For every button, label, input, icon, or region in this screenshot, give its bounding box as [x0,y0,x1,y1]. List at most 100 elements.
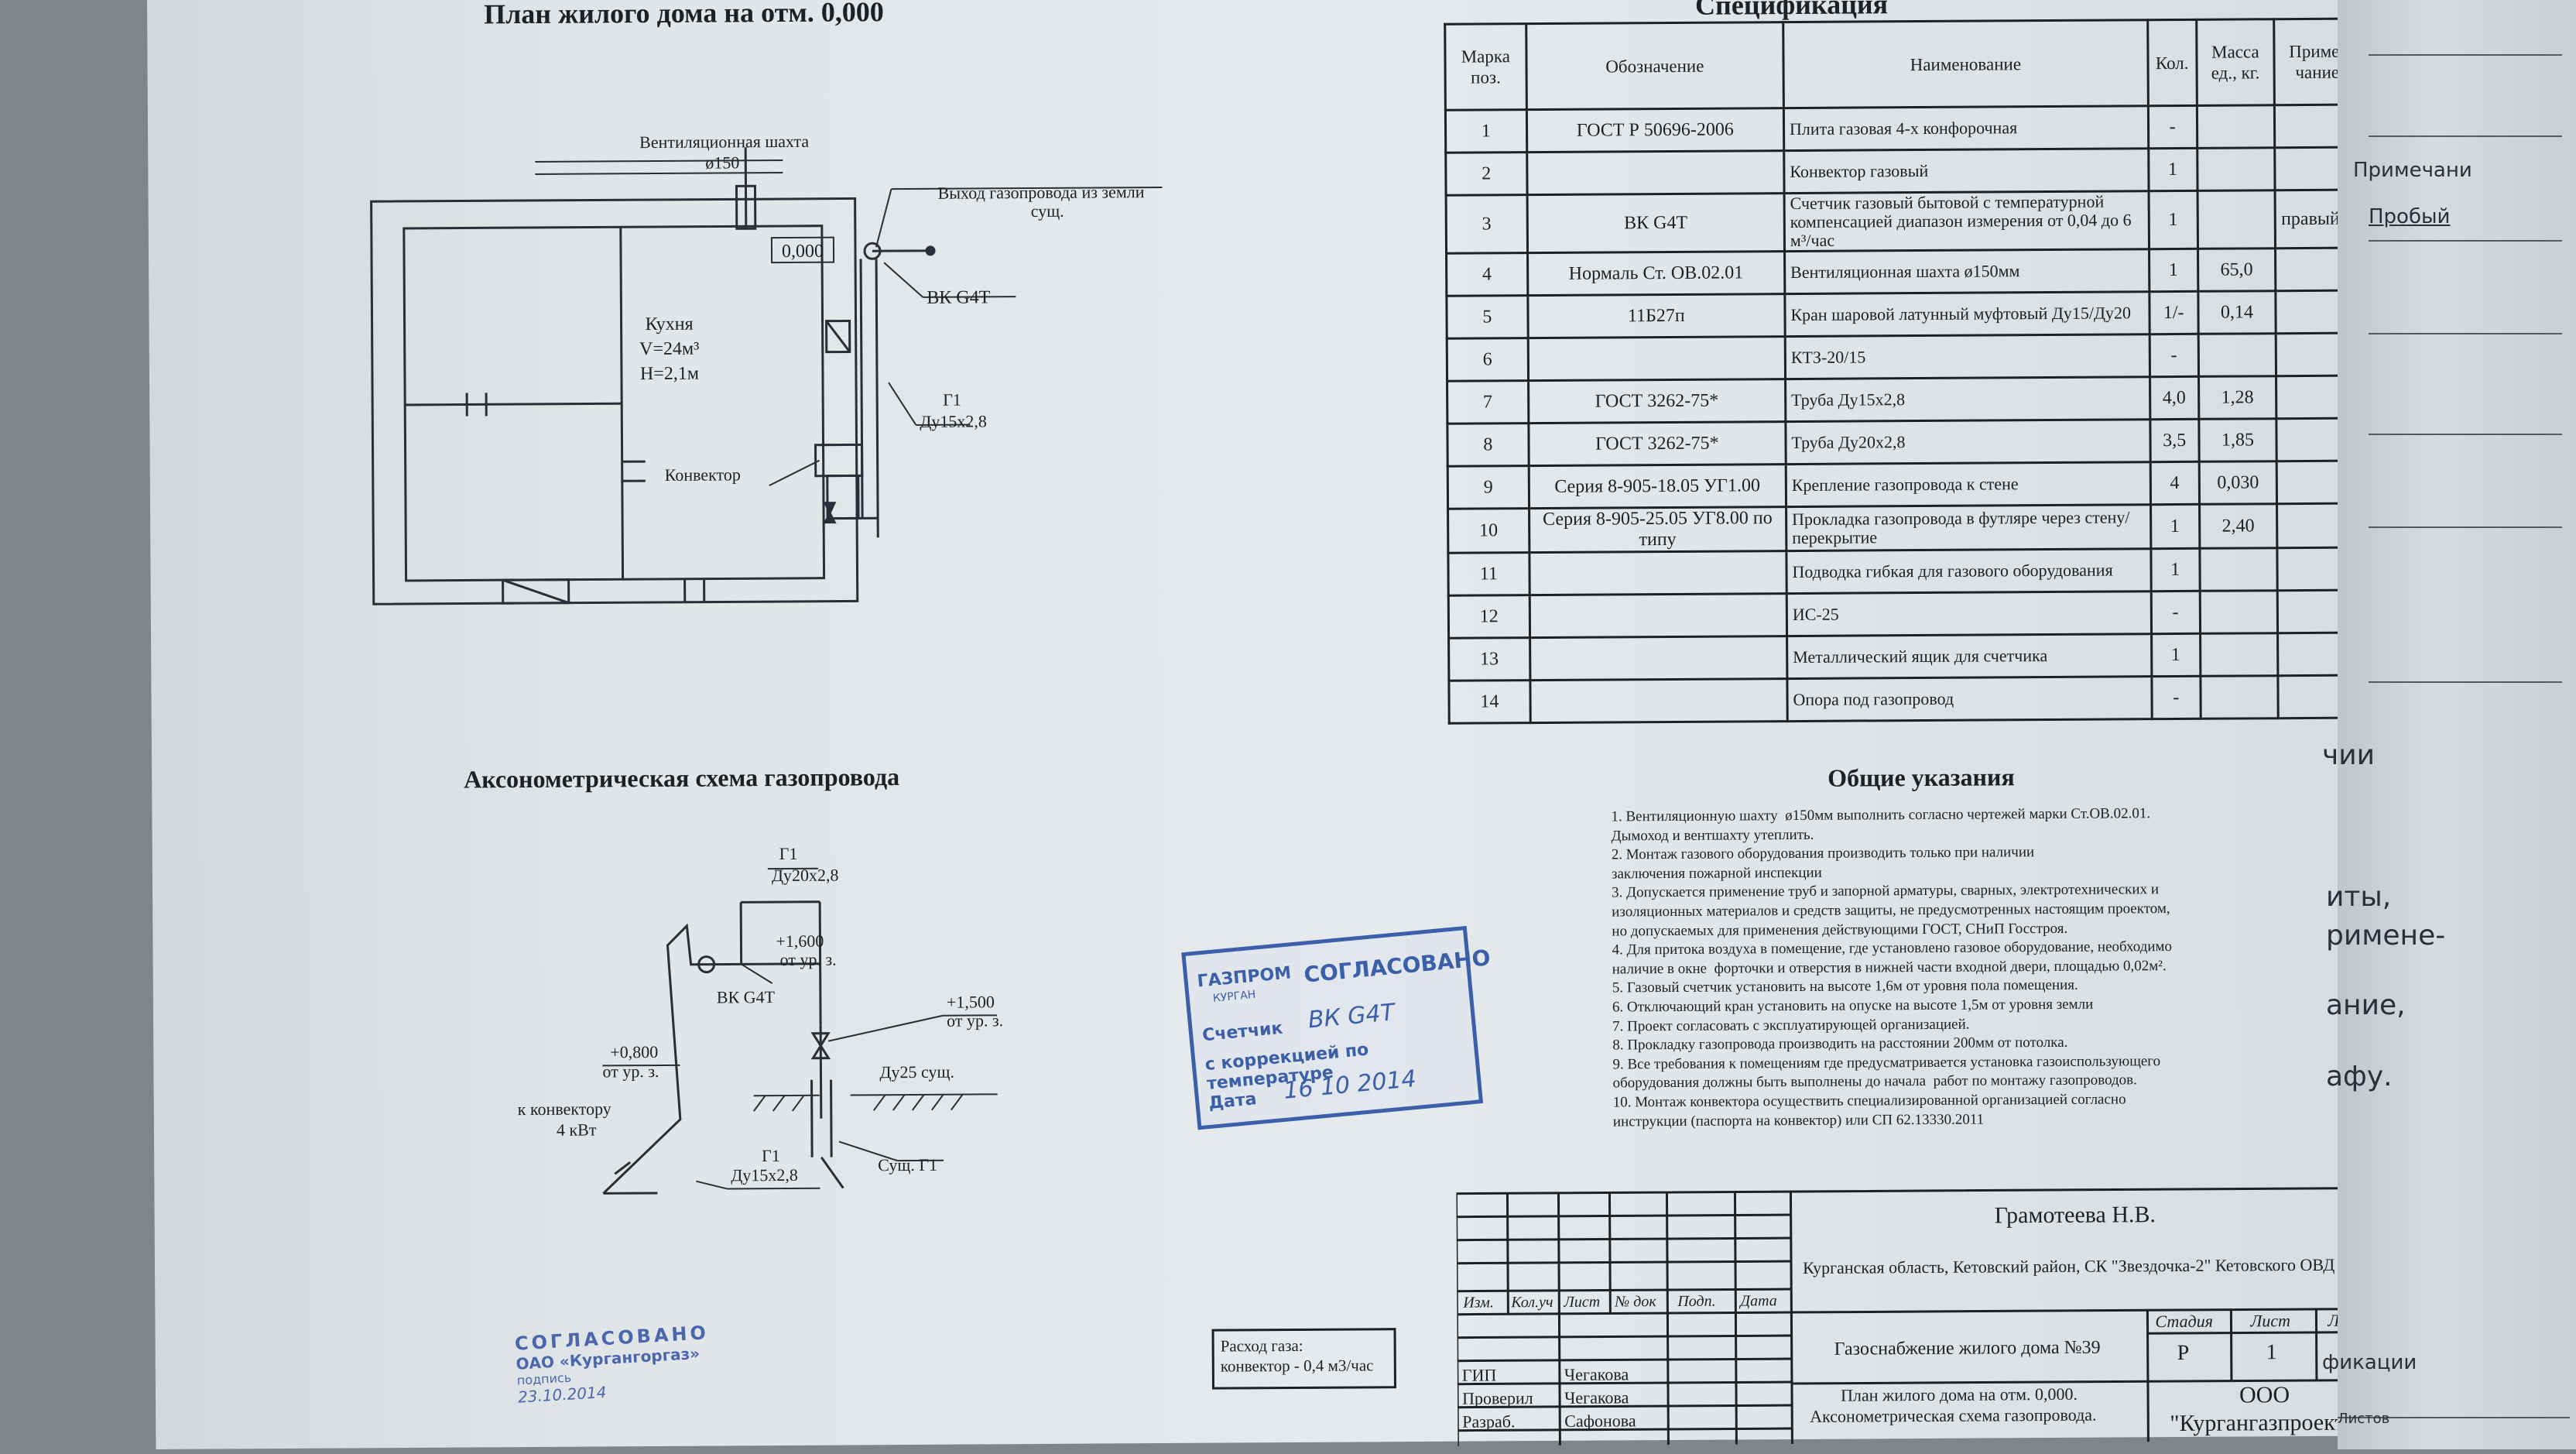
spec-cell-qty: 4,0 [2150,376,2198,419]
spec-cell-code: ГОСТ 3262-75* [1528,422,1786,466]
spec-cell-code [1530,679,1788,723]
spec-cell-name: Крепление газопровода к стене [1786,462,2150,507]
side-text-4: иты, [2326,881,2391,913]
spec-cell-pos: 1 [1445,110,1526,153]
spec-cell-pos: 4 [1447,253,1528,297]
spec-cell-pos: 5 [1447,296,1528,339]
spec-row: 11 Подводка гибкая для газового оборудова… [1448,547,2363,595]
spec-col-pos: Марка поз. [1445,24,1526,111]
spec-cell-qty: 1 [2148,148,2197,190]
meter-label: ВК G4T [927,287,991,308]
spec-cell-mass [2197,148,2275,191]
spec-cell-mass: 1,85 [2198,419,2276,462]
tb-col-podp: Подп. [1677,1293,1715,1311]
side-text-3: чии [2322,739,2375,771]
axon-h800: +0,800 [610,1042,658,1061]
axon-g1-bot: Г1 [762,1146,780,1165]
spec-cell-name: Труба Ду15х2,8 [1785,377,2150,422]
tb-r2-role: Проверил [1462,1388,1533,1409]
side-text-9: Листов [2338,1411,2389,1427]
stamp-meter-hand: ВК G4T [1307,999,1396,1034]
spec-cell-pos: 6 [1447,338,1528,382]
side-text-8: фикации [2322,1351,2417,1374]
side-text-1: Примечани [2353,159,2472,182]
stamp-meter-label: Счетчик [1201,1019,1283,1046]
tb-sheet-title2: Аксонометрическая схема газопровода. [1810,1405,2096,1427]
spec-cell-qty: - [2148,105,2197,148]
axon-meter: ВК G4T [717,987,776,1006]
vent-size: ø150 [705,153,739,172]
spec-cell-mass [2197,190,2276,249]
tb-stage: Р [2177,1341,2190,1366]
tb-project: Газоснабжение жилого дома №39 [1834,1338,2101,1360]
tb-col-izm: Изм. [1463,1294,1494,1312]
spec-cell-mass [2200,591,2278,634]
tb-r1-name: Чегакова [1564,1364,1629,1385]
axon-from-floor3: от ур. з. [602,1061,659,1081]
tb-list-h: Лист [2250,1311,2290,1331]
room-volume: V=24м³ [639,339,699,359]
spec-cell-name: Подводка гибкая для газового оборудовани… [1786,549,2151,594]
spec-cell-pos: 10 [1448,509,1530,554]
tb-client: Грамотеева Н.В. [1995,1202,2156,1229]
kurgangorgaz-stamp: СОГЛАСОВАНО ОАО «Кургангоргаз» подпись 2… [514,1322,712,1407]
notes-body: 1. Вентиляционную шахту ø150мм выполнить… [1611,804,2310,1132]
spec-header-row: Марка поз. Обозначение Наименование Кол.… [1445,19,2361,110]
spec-cell-qty: 3,5 [2150,419,2199,461]
spec-cell-pos: 7 [1447,381,1529,424]
spec-cell-pos: 8 [1447,424,1529,467]
spec-cell-name: Конвектор газовый [1784,149,2149,194]
notes-title: Общие указания [1828,763,2015,792]
axon-conv-power: 4 кВт [557,1120,597,1139]
spec-cell-mass: 1,28 [2198,376,2276,420]
spec-cell-qty: 1 [2151,633,2200,676]
gazprom-approval-stamp: ГАЗПРОМ КУРГАН СОГЛАСОВАНО Счетчик ВК G4… [1181,926,1483,1130]
spec-col-name: Наименование [1783,20,2148,108]
side-text-5: римене- [2326,920,2445,952]
spec-cell-code [1530,551,1787,595]
spec-col-qty: Кол. [2147,19,2197,105]
room-height: H=2,1м [640,364,699,384]
spec-col-code: Обозначение [1526,22,1783,110]
spec-cell-code [1528,337,1786,381]
tb-stage-h: Стадия [2155,1312,2213,1332]
spec-cell-mass: 0,14 [2197,291,2276,334]
tb-sheet-title1: План жилого дома на отм. 0,000. [1841,1384,2078,1406]
spec-cell-name: Кран шаровой латунный муфтовый Ду15/Ду20 [1785,292,2150,337]
axon-title: Аксонометрическая схема газопровода [464,763,899,793]
convector-label: Конвектор [665,465,741,485]
axon-h1500: +1,500 [947,992,995,1011]
spec-cell-qty: 1 [2149,249,2197,291]
spec-cell-mass [2198,334,2276,377]
tb-r3-role: Разраб. [1462,1411,1515,1432]
note-line: инструкции (паспорта на конвектор) или С… [1613,1108,2310,1131]
axon-from-floor1: от ур. з. [780,950,837,969]
spec-cell-pos: 12 [1448,595,1530,639]
spec-cell-pos: 11 [1448,553,1530,596]
pipe-g1-label: Г1 [943,390,961,410]
spec-cell-name: КТЗ-20/15 [1785,334,2150,379]
spec-cell-qty: - [2152,676,2201,718]
spec-col-mass: Масса ед., кг. [2196,19,2274,106]
level-mark: 0,000 [782,242,824,262]
tb-r2-name: Чегакова [1564,1387,1629,1408]
axon-to-conv: к конвектору [518,1099,611,1119]
tb-col-date: Дата [1740,1292,1777,1310]
spec-cell-code: Серия 8-905-25.05 УГ8.00 по типу [1529,507,1786,553]
spec-cell-name: Вентиляционная шахта ø150мм [1784,249,2149,294]
spec-cell-name: Металлический ящик для счетчика [1786,634,2151,679]
spec-cell-qty: - [2151,591,2200,633]
spec-cell-mass [2199,548,2277,592]
tb-org2: "Кургангазпроект" [2170,1410,2355,1437]
axon-d15: Ду15х2,8 [731,1165,798,1185]
title-block: Грамотеева Н.В. Курганская область, Кето… [1456,1177,2402,1445]
drawing-sheet: План жилого дома на отм. 0,000 [147,0,2369,1449]
spec-cell-name: Прокладка газопровода в футляре через ст… [1786,505,2150,551]
spec-cell-pos: 9 [1447,466,1529,509]
gas-flow-box: Расход газа: конвектор - 0,4 м3/час [1212,1328,1396,1389]
